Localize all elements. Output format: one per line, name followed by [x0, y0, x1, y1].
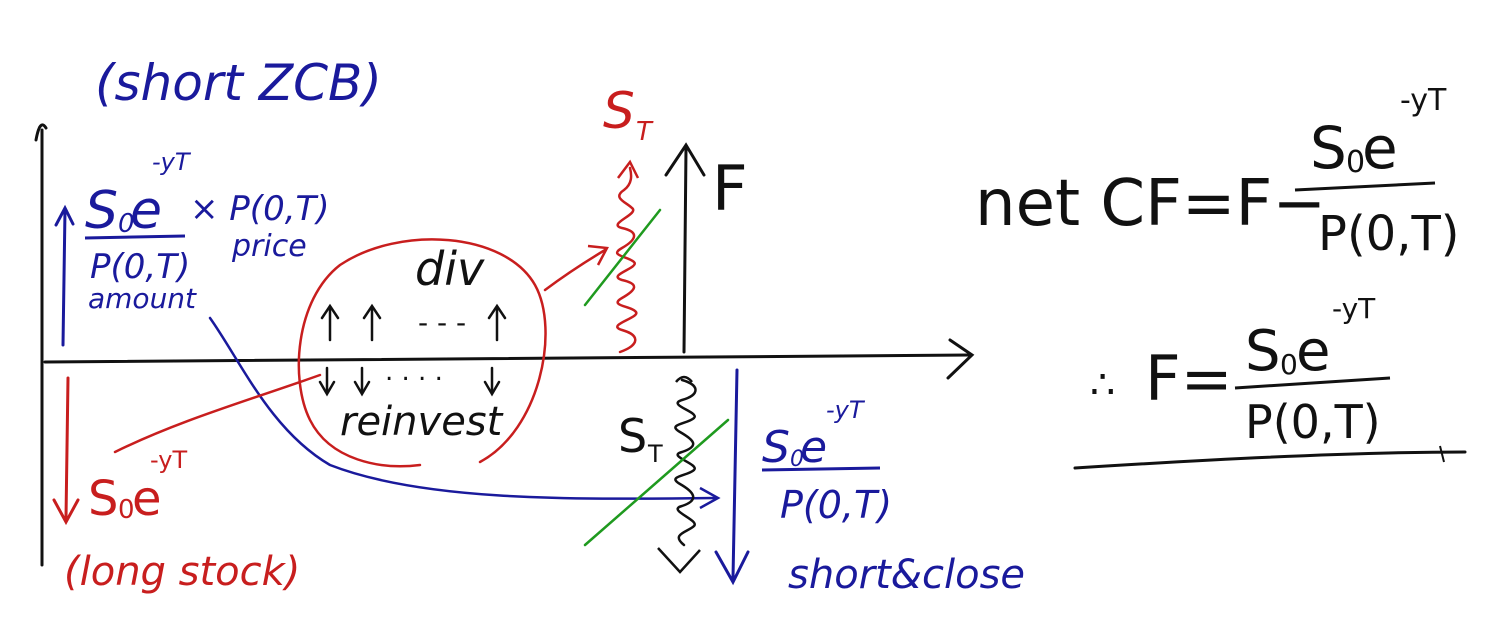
short-close-down-arrow [714, 368, 750, 586]
div-label: div [415, 242, 485, 296]
vertical-axis [34, 123, 48, 567]
amount-sub: 0 [118, 209, 135, 239]
ST-bottom-cap [675, 375, 693, 383]
amount-exp: -yT [152, 148, 192, 176]
result-underline-tick [1439, 445, 1445, 463]
dots-down: . . . . [385, 357, 443, 387]
net-S: S [1310, 114, 1347, 182]
long-exp: -yT [150, 446, 187, 474]
therefore-symbol: ∴ [1090, 362, 1115, 408]
amount-den: P(0,T) [90, 247, 190, 287]
close-fraction: S 0 e -yT P(0,T) [761, 396, 892, 527]
reinvest-down-arrows [318, 366, 501, 397]
res-S: S [1245, 319, 1281, 384]
net-exp: -yT [1400, 83, 1447, 118]
times-price-label: × P(0,T) [190, 189, 330, 229]
reinvest-to-long-curve [113, 373, 322, 454]
res-den: P(0,T) [1245, 395, 1381, 449]
zcb-amount-fraction: S 0 e -yT P(0,T) [84, 148, 192, 287]
result-fraction: S 0 e -yT P(0,T) [1234, 292, 1391, 449]
ST-bottom-arrowhead [657, 547, 701, 574]
div-to-ST-arrow [543, 248, 607, 292]
ST-top-green-slash [583, 208, 662, 307]
short-zcb-label: (short ZCB) [95, 54, 382, 112]
amount-label: amount [88, 282, 197, 315]
dividend-up-arrows [320, 303, 507, 342]
net-cf-label: net CF=F− [975, 167, 1326, 241]
net-den: P(0,T) [1318, 206, 1460, 262]
F-up-arrow [664, 142, 706, 354]
long-e: e [132, 471, 162, 527]
net-cf-fraction: S 0 e -yT P(0,T) [1294, 83, 1460, 262]
amount-S: S [85, 181, 118, 241]
dots-up: - - - [418, 306, 466, 339]
ST-bottom-sub: T [647, 440, 663, 468]
amount-e: e [130, 181, 162, 241]
close-exp: -yT [826, 396, 866, 424]
ST-top-squiggle-arrowhead [617, 159, 640, 179]
long-S: S [88, 471, 118, 527]
price-to-close-curve [208, 316, 717, 500]
long-stock-label: (long stock) [64, 549, 300, 595]
ST-top-sub: T [636, 117, 654, 147]
F-label: F [712, 152, 748, 225]
zcb-inflow-arrow [54, 204, 75, 347]
close-sub: 0 [790, 447, 804, 472]
long-sub: 0 [118, 495, 135, 525]
result-underline [1073, 450, 1467, 470]
ST-top-squiggle [615, 166, 638, 354]
res-e: e [1296, 319, 1330, 384]
div-to-ST-arrowhead [587, 244, 609, 266]
short-close-label: short&close [788, 552, 1025, 598]
ST-bottom-S: S [618, 409, 647, 463]
ST-top-S: S [603, 82, 635, 140]
close-den: P(0,T) [780, 483, 892, 527]
net-sub: 0 [1346, 145, 1365, 180]
dividend-circle [297, 238, 547, 468]
close-S: S [762, 422, 790, 473]
price-label: price [231, 229, 307, 264]
time-axis [43, 338, 975, 380]
ST-bottom-green-slash [583, 418, 730, 547]
ST-bottom-squiggle [674, 378, 697, 547]
reinvest-label: reinvest [340, 399, 504, 445]
net-e: e [1362, 114, 1398, 182]
price-to-close-arrowhead [699, 486, 721, 510]
F-equals-label: F= [1145, 342, 1233, 415]
long-stock-amount: S 0 e -yT [88, 446, 187, 527]
long-stock-down-arrow [52, 376, 80, 526]
close-e: e [800, 422, 827, 473]
res-sub: 0 [1280, 348, 1298, 381]
res-exp: -yT [1332, 292, 1376, 325]
